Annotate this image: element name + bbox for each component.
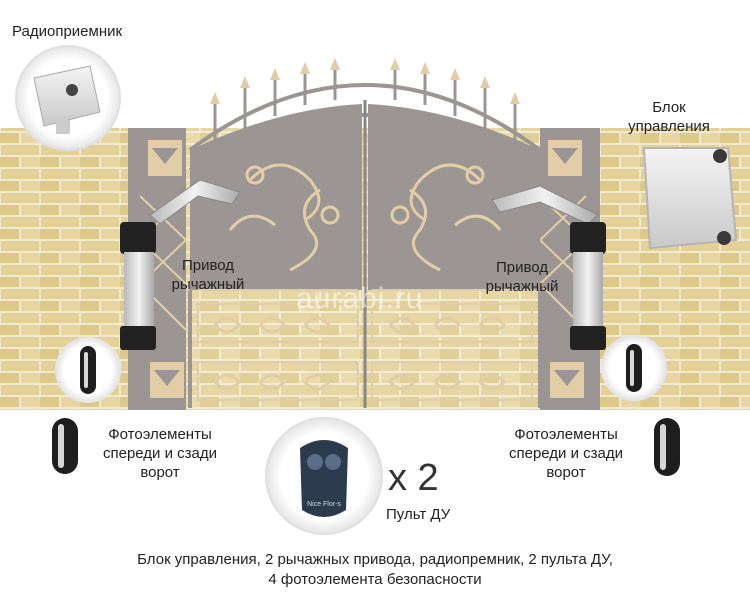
drive-right-label: Привод рычажный bbox=[485, 259, 559, 295]
remote-quantity: x 2 bbox=[388, 457, 439, 499]
kit-summary: Блок управления, 2 рычажных привода, рад… bbox=[0, 550, 750, 590]
gate bbox=[128, 58, 600, 410]
remote-label: Пульт ДУ bbox=[386, 506, 451, 523]
remote-control: Nice Flor-s bbox=[265, 417, 383, 535]
remote-brand: Nice Flor-s bbox=[307, 501, 341, 508]
photocell-right bbox=[654, 418, 680, 476]
drive-left-label: Привод рычажный bbox=[171, 257, 245, 293]
photocell-right-wall bbox=[601, 335, 667, 401]
photocells-right-label: Фотоэлементы спереди и сзади ворот bbox=[508, 426, 624, 481]
radio-receiver bbox=[15, 45, 121, 151]
kit-summary-line-2: 4 фотоэлемента безопасности bbox=[268, 571, 482, 588]
control-unit-label: Блок управления bbox=[628, 99, 710, 135]
control-unit bbox=[642, 147, 738, 250]
watermark: aurabi.ru bbox=[296, 282, 424, 315]
kit-summary-line-1: Блок управления, 2 рычажных привода, рад… bbox=[137, 551, 613, 568]
photocells-left-label: Фотоэлементы спереди и сзади ворот bbox=[102, 426, 218, 481]
lever-drive-left bbox=[120, 179, 241, 350]
photocell-left bbox=[52, 418, 78, 474]
lever-drive-right bbox=[491, 185, 606, 350]
photocell-left-wall bbox=[55, 337, 121, 403]
radio-receiver-label: Радиоприемник bbox=[12, 23, 123, 40]
